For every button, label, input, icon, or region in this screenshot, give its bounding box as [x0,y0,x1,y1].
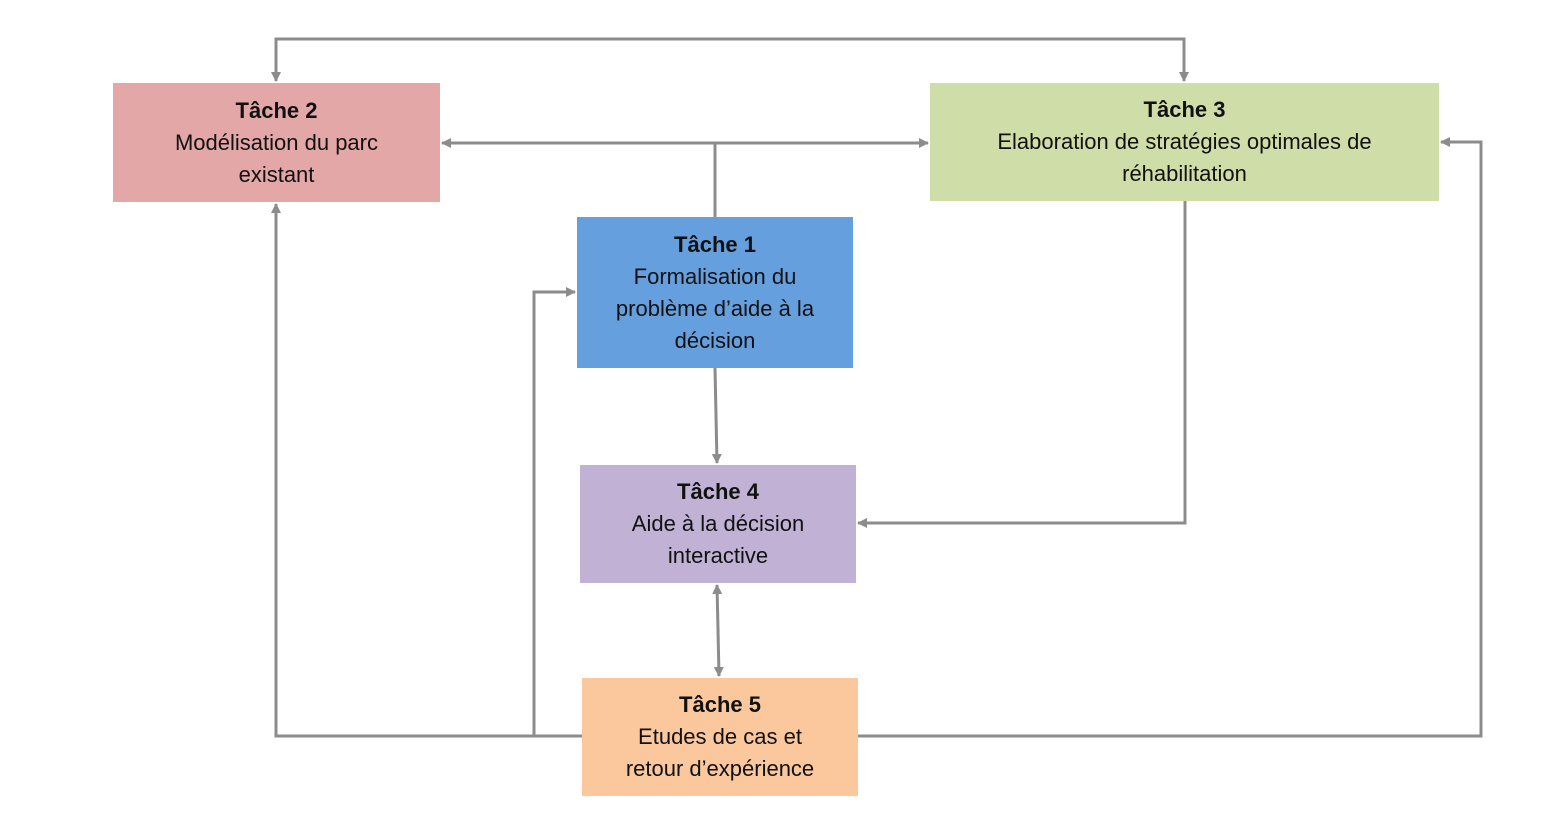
task-title: Tâche 3 [1143,97,1226,122]
task-description-line: retour d’expérience [625,756,815,781]
arrow-tache1-to-tache4 [711,367,722,464]
task-box-tache3: Tâche 3 Elaboration de stratégies optima… [930,83,1439,201]
arrow-tache4-to-tache5 [713,629,724,677]
task-box-tache4: Tâche 4 Aide à la décision interactive [580,465,856,583]
arrow-tache5-to-tache3 [858,137,1483,738]
task-description-line: réhabilitation [1122,161,1247,186]
task-description-line: problème d’aide à la [615,295,815,321]
task-title: Tâche 4 [677,479,759,504]
arrow-tache1-to-tache2 [441,138,717,217]
task-title: Tâche 5 [679,692,761,717]
task-title: Tâche 2 [235,97,318,123]
task-description-line: Modélisation du parc [174,129,378,155]
arrow-tache5-to-tache2 [271,203,582,738]
arrow-tache5-to-tache4 [712,584,723,631]
task-description-line: existant [238,161,315,187]
task-description-line: Formalisation du [633,263,797,289]
task-description-line: Elaboration de stratégies optimales de [997,129,1372,154]
task-box-tache2: Tâche 2 Modélisation du parc existant [113,83,440,202]
arrow-top-loop-to-tache3 [730,37,1189,82]
task-description-line: interactive [667,543,769,568]
task-description-line: Aide à la décision [631,511,805,536]
task-title: Tâche 1 [674,231,756,257]
arrow-tache3-to-tache4 [857,201,1187,528]
task-box-tache1: Tâche 1 Formalisation du problème d’aide… [577,217,853,368]
arrow-top-loop-to-tache2 [271,37,730,82]
task-box-tache5: Tâche 5 Etudes de cas et retour d’expéri… [582,678,858,796]
task-description-line: décision [674,327,756,353]
arrow-tache5-to-tache1 [532,287,576,736]
task-description-line: Etudes de cas et [638,724,802,749]
